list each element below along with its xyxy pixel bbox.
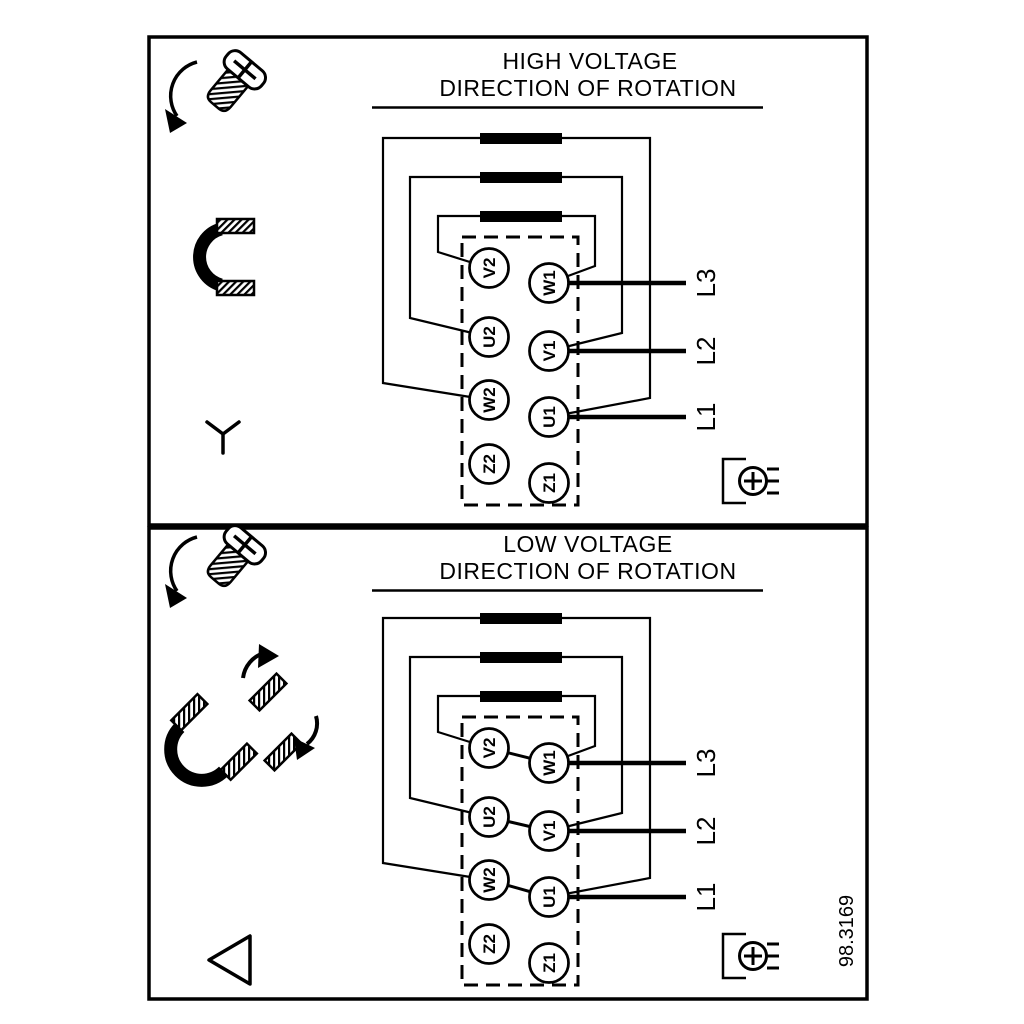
supply-label-l1: L1: [691, 883, 721, 912]
terminal-circle: [528, 262, 570, 304]
low-voltage-title-line1: LOW VOLTAGE: [503, 531, 673, 557]
terminal-w2: W2: [468, 859, 510, 901]
star-symbol: [205, 420, 241, 455]
terminal-label: V1: [540, 821, 559, 842]
terminal-label: U2: [480, 806, 499, 828]
terminal-circle: [468, 443, 510, 485]
terminal-circle: [468, 796, 510, 838]
placement-arrowhead: [294, 738, 315, 760]
high-voltage-title-line1: HIGH VOLTAGE: [502, 48, 677, 74]
bridge-bar: [215, 279, 256, 297]
terminal-label: W1: [540, 750, 559, 776]
ground-terminal-icon: [721, 932, 781, 980]
loose-bridge-bar: [247, 671, 289, 713]
terminal-v2: V2: [468, 247, 510, 289]
terminal-circle: [468, 727, 510, 769]
low-voltage-title-line2: DIRECTION OF ROTATION: [439, 558, 736, 584]
terminal-label: Z2: [480, 454, 499, 474]
winding-bar: [480, 172, 562, 183]
terminal-w1: W1: [528, 742, 570, 784]
terminal-board-outline: [460, 235, 580, 507]
terminal-circle: [528, 876, 570, 918]
terminal-label: U2: [480, 326, 499, 348]
terminal-label: Z1: [540, 473, 559, 493]
low-voltage-panel-border: [147, 526, 869, 1001]
terminal-label: W2: [480, 867, 499, 893]
terminal-u1: U1: [528, 396, 570, 438]
terminal-label: U1: [540, 886, 559, 908]
delta-symbol: [207, 934, 252, 986]
terminal-label: W2: [480, 387, 499, 413]
bridge-clip-icon: [193, 217, 256, 297]
terminal-circle: [528, 462, 570, 504]
winding-bar: [480, 211, 562, 222]
terminal-label: U1: [540, 406, 559, 428]
winding-bar: [480, 133, 562, 144]
terminal-circle: [468, 247, 510, 289]
supply-label-l1: L1: [691, 403, 721, 432]
terminal-u2: U2: [468, 316, 510, 358]
screw-rotation-icon: [163, 520, 271, 610]
supply-label-l3: L3: [691, 269, 721, 298]
terminal-circle: [468, 379, 510, 421]
supply-label-l2: L2: [691, 337, 721, 366]
terminal-label: V2: [480, 258, 499, 279]
terminal-v1: V1: [528, 330, 570, 372]
terminal-v2: V2: [468, 727, 510, 769]
terminal-z1: Z1: [528, 462, 570, 504]
terminal-w2: W2: [468, 379, 510, 421]
terminal-circle: [468, 859, 510, 901]
terminal-label: Z2: [480, 934, 499, 954]
loose-bridge-bar: [262, 731, 304, 773]
ground-terminal-icon: [721, 457, 781, 505]
terminal-circle: [528, 810, 570, 852]
terminal-circle: [468, 316, 510, 358]
terminal-circle: [528, 742, 570, 784]
winding-bar: [480, 691, 562, 702]
terminal-label: V2: [480, 738, 499, 759]
bridge-bar: [219, 741, 259, 782]
terminal-label: Z1: [540, 953, 559, 973]
terminal-circle: [528, 330, 570, 372]
terminal-circle: [528, 396, 570, 438]
terminal-u1: U1: [528, 876, 570, 918]
terminal-board-outline: [460, 715, 580, 987]
terminal-label: W1: [540, 270, 559, 296]
delta-jumper-placement-icon: [164, 644, 320, 787]
placement-arrow: [305, 715, 320, 746]
screw-rotation-icon: [163, 45, 271, 135]
terminal-w1: W1: [528, 262, 570, 304]
high-voltage-title-line2: DIRECTION OF ROTATION: [439, 75, 736, 101]
bridge-bar: [169, 692, 210, 732]
terminal-z2: Z2: [468, 443, 510, 485]
supply-label-l2: L2: [691, 817, 721, 846]
terminal-circle: [468, 923, 510, 965]
terminal-z1: Z1: [528, 942, 570, 984]
bridge-bar: [215, 217, 256, 235]
drawing-number: 98.3169: [836, 895, 858, 967]
winding-loop-middle: [408, 655, 624, 833]
placement-arrowhead: [258, 644, 279, 668]
terminal-circle: [528, 942, 570, 984]
winding-loop-middle: [408, 175, 624, 353]
supply-label-l3: L3: [691, 749, 721, 778]
winding-bar: [480, 652, 562, 663]
terminal-v1: V1: [528, 810, 570, 852]
winding-bar: [480, 613, 562, 624]
terminal-u2: U2: [468, 796, 510, 838]
terminal-label: V1: [540, 341, 559, 362]
terminal-z2: Z2: [468, 923, 510, 965]
high-voltage-panel-border: [147, 35, 869, 527]
